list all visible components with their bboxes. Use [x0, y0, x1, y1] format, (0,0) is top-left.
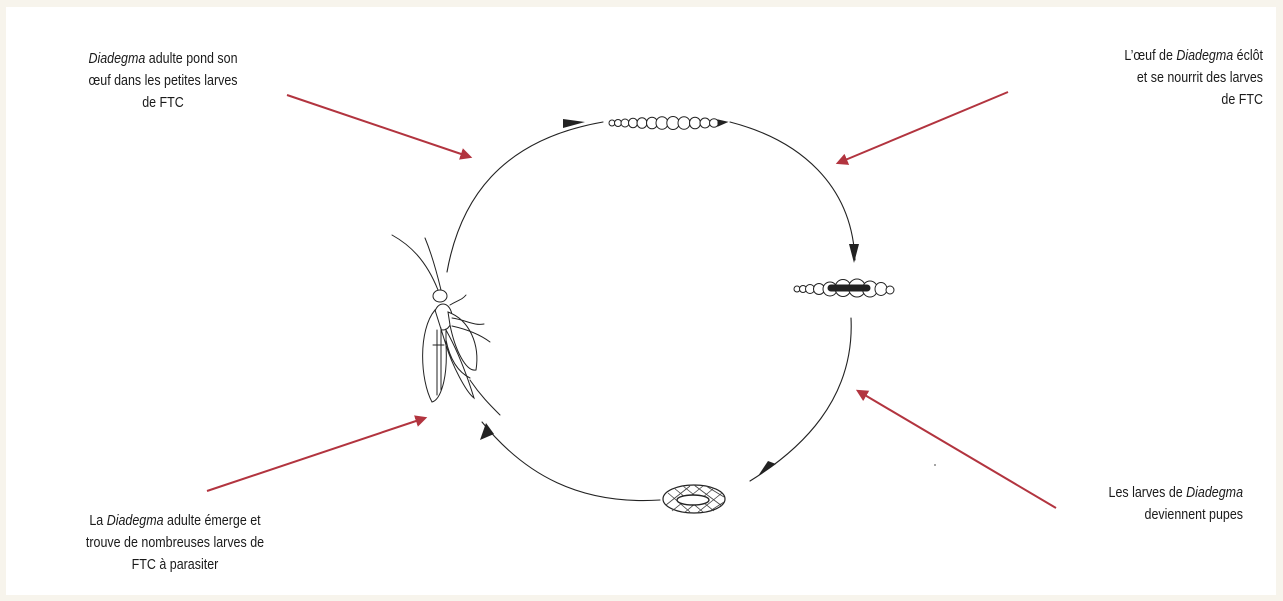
caption-text: deviennent pupes: [1019, 504, 1243, 526]
cycle-arrowhead-icon: [758, 461, 776, 476]
caption-text: œuf dans les petites larves: [47, 70, 279, 92]
caption-text: Les larves de: [1109, 485, 1187, 501]
caption-larvae-pupate: Les larves de Diadegma deviennent pupes: [1019, 482, 1243, 526]
caption-species-name: Diadegma: [88, 51, 145, 67]
caption-text: L’œuf de: [1124, 48, 1176, 64]
caption-text: de FTC: [47, 92, 279, 114]
caption-text: La: [89, 513, 106, 529]
caption-species-name: Diadegma: [1186, 485, 1243, 501]
caption-text: adulte pond son: [145, 51, 237, 67]
pointer-arrow-bottom-left: [207, 418, 425, 491]
caption-text: éclôt: [1233, 48, 1263, 64]
caption-text: FTC à parasiter: [42, 554, 309, 576]
caption-adult-emerges: La Diadegma adulte émerge et trouve de n…: [42, 510, 309, 576]
egg-string-icon: [609, 117, 727, 130]
caption-species-name: Diadegma: [1176, 48, 1233, 64]
caption-species-name: Diadegma: [107, 513, 164, 529]
cycle-arc-larva-to-pupa: [750, 318, 851, 481]
pointer-arrow-top-left: [287, 95, 470, 157]
caption-adult-lays-egg: Diadegma adulte pond son œuf dans les pe…: [47, 48, 279, 114]
speck: [934, 464, 936, 466]
larva-icon: [794, 279, 894, 297]
cocoon-icon: [663, 485, 725, 513]
cycle-arc-egg-to-larva: [730, 122, 855, 260]
caption-text: trouve de nombreuses larves de: [42, 532, 309, 554]
caption-egg-hatches: L’œuf de Diadegma éclôt et se nourrit de…: [1039, 45, 1263, 111]
caption-text: de FTC: [1039, 89, 1263, 111]
cycle-arrowhead-icon: [480, 423, 494, 440]
wasp-icon: [392, 235, 500, 415]
caption-text: adulte émerge et: [164, 513, 261, 529]
cycle-arc-pupa-to-adult: [482, 422, 660, 501]
caption-text: et se nourrit des larves: [1039, 67, 1263, 89]
pointer-arrow-top-right: [838, 92, 1008, 163]
cycle-arrowhead-icon: [849, 244, 859, 263]
cycle-arc-adult-to-egg: [447, 122, 603, 272]
